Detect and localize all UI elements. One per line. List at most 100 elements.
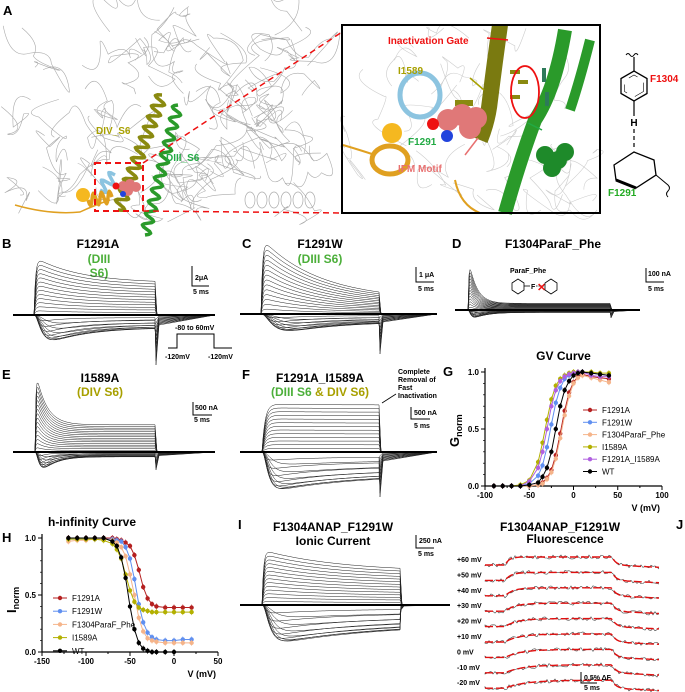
outward-current-trace	[13, 439, 215, 453]
outward-current-trace	[240, 418, 437, 453]
y-axis-label: Gnorm	[447, 414, 464, 447]
inset-closeup	[340, 23, 604, 220]
y-label-sub: norm	[11, 587, 21, 610]
scale-bar	[415, 267, 434, 283]
data-point	[149, 634, 155, 640]
f1291-helix	[498, 28, 572, 215]
gate-residue	[518, 80, 528, 84]
outward-current-trace	[240, 265, 437, 315]
inward-current-trace	[240, 313, 438, 351]
outward-current-trace	[13, 422, 215, 453]
outward-current-trace	[240, 601, 450, 606]
backbone-loop	[415, 150, 463, 196]
voltage-label: +50 mV	[457, 572, 482, 579]
data-point	[558, 435, 563, 441]
label-f1304: F1304	[650, 74, 679, 85]
data-point	[110, 539, 115, 544]
inward-current-trace	[240, 313, 438, 329]
panel-f: F F1291A_I1589A (DIII S6 & DIV S6) Compl…	[240, 367, 438, 498]
inward-current-trace	[13, 451, 216, 458]
fluorescence-traces: +60 mV+50 mV+40 mV+30 mV+20 mV+10 mV0 mV…	[457, 554, 660, 692]
data-point	[575, 375, 581, 380]
outward-current-trace	[13, 426, 215, 453]
backbone-loop	[21, 27, 61, 71]
helix-coil	[256, 191, 268, 209]
inward-current-trace	[240, 313, 438, 326]
outward-current-trace	[240, 304, 437, 315]
inward-current-trace	[240, 313, 438, 338]
scale-y-label: 500 nA	[195, 405, 218, 412]
data-point	[535, 465, 541, 470]
outward-current-trace	[13, 281, 215, 316]
data-point	[575, 370, 581, 376]
data-point	[127, 604, 133, 609]
backbone-loop	[186, 177, 242, 198]
scale-x-label: 5 ms	[414, 423, 430, 430]
legend-marker	[587, 457, 593, 462]
orange-residue	[382, 123, 402, 143]
panel-letter: E	[2, 367, 11, 382]
backbone-loop	[194, 33, 244, 91]
data-point	[132, 576, 137, 582]
outward-current-trace	[13, 260, 215, 316]
inward-current-trace	[240, 604, 451, 622]
oxygen-atom	[427, 118, 439, 130]
data-point	[171, 605, 177, 610]
backbone-loop	[250, 106, 290, 149]
inward-current-trace	[13, 451, 216, 467]
data-point	[553, 400, 558, 405]
data-point	[540, 481, 545, 486]
panel-letter: J	[676, 517, 683, 532]
outward-current-trace	[13, 269, 215, 316]
parafphe-label: ParaF_Phe	[510, 268, 546, 275]
ifm-sphere	[131, 182, 141, 192]
outward-current-trace	[455, 274, 640, 311]
legend-marker	[587, 432, 593, 437]
backbone-loop	[276, 32, 341, 64]
data-point	[66, 535, 71, 541]
benzene-ring	[511, 278, 525, 295]
outward-current-trace	[240, 563, 450, 606]
annotation-line: Fast	[398, 385, 413, 392]
legend-marker	[57, 595, 63, 601]
data-point	[123, 554, 128, 559]
label-div-s6: DIV_S6	[96, 126, 131, 137]
backbone-loop	[255, 93, 284, 127]
data-point	[141, 607, 146, 613]
voltage-label: +60 mV	[457, 557, 482, 564]
scale-x-label: 5 ms	[584, 685, 600, 692]
data-point	[101, 535, 106, 541]
nitrogen-atom	[120, 191, 126, 197]
oxygen-atom	[112, 182, 120, 190]
backbone-loop	[259, 142, 315, 186]
legend-label: F1291W	[602, 418, 633, 427]
y-label-main: G	[447, 437, 462, 447]
outward-current-trace	[13, 306, 215, 316]
data-point	[527, 482, 532, 488]
outward-current-trace	[455, 286, 640, 311]
data-point	[163, 609, 168, 615]
backbone-loop	[121, 37, 149, 95]
voltage-label: 0 mV	[457, 649, 474, 656]
data-point	[491, 483, 497, 489]
helix-coil	[244, 191, 256, 209]
voltage-label: +30 mV	[457, 603, 482, 610]
y-tick-label: 0.0	[25, 648, 37, 657]
scale-bar	[415, 535, 434, 549]
data-point	[180, 637, 185, 642]
backbone-loop	[108, 38, 151, 66]
voltage-label: +40 mV	[457, 588, 482, 595]
label-f1291-chem: F1291	[608, 188, 637, 199]
outward-current-trace	[455, 268, 640, 311]
scale-x-label: 5 ms	[648, 286, 664, 293]
legend-marker	[587, 420, 593, 425]
parafphe-inset: ParaF_Phe F ✕	[510, 268, 558, 295]
outward-current-trace	[455, 289, 640, 311]
data-point	[535, 480, 541, 485]
backbone-loop	[168, 173, 210, 221]
outward-current-trace	[13, 417, 215, 453]
scale-y-label: 250 nA	[419, 538, 442, 545]
data-point	[558, 378, 563, 384]
gate-arrow	[486, 37, 509, 41]
backbone-loop	[478, 91, 548, 127]
